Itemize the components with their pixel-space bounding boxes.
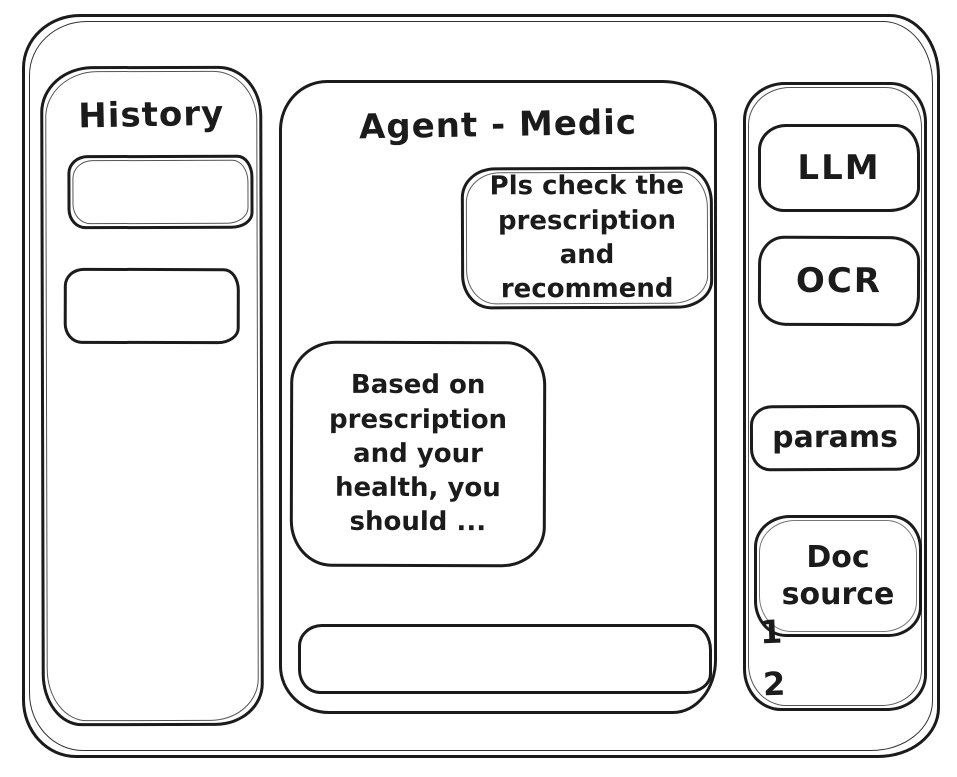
- chat-panel: Agent - Medic Pls check the prescription…: [279, 80, 717, 714]
- llm-button[interactable]: LLM: [758, 124, 920, 212]
- doc-source-item-1[interactable]: 1: [759, 612, 783, 652]
- ocr-button[interactable]: OCR: [757, 235, 921, 327]
- history-panel: History: [40, 65, 264, 727]
- tools-panel: LLM OCR params Doc source 1 2: [743, 82, 927, 711]
- history-title: History: [77, 93, 225, 137]
- params-button[interactable]: params: [749, 404, 921, 472]
- window-frame: History Agent - Medic Pls check the pres…: [22, 14, 940, 758]
- history-item[interactable]: [63, 267, 240, 345]
- doc-source-button[interactable]: Doc source: [754, 515, 922, 637]
- user-message-bubble: Pls check the prescription and recommend: [460, 166, 714, 310]
- doc-source-item-2[interactable]: 2: [762, 664, 786, 704]
- history-item[interactable]: [67, 154, 254, 230]
- assistant-message-bubble: Based on prescription and your health, y…: [289, 340, 547, 568]
- message-input[interactable]: [298, 624, 712, 694]
- chat-title: Agent - Medic: [358, 102, 638, 148]
